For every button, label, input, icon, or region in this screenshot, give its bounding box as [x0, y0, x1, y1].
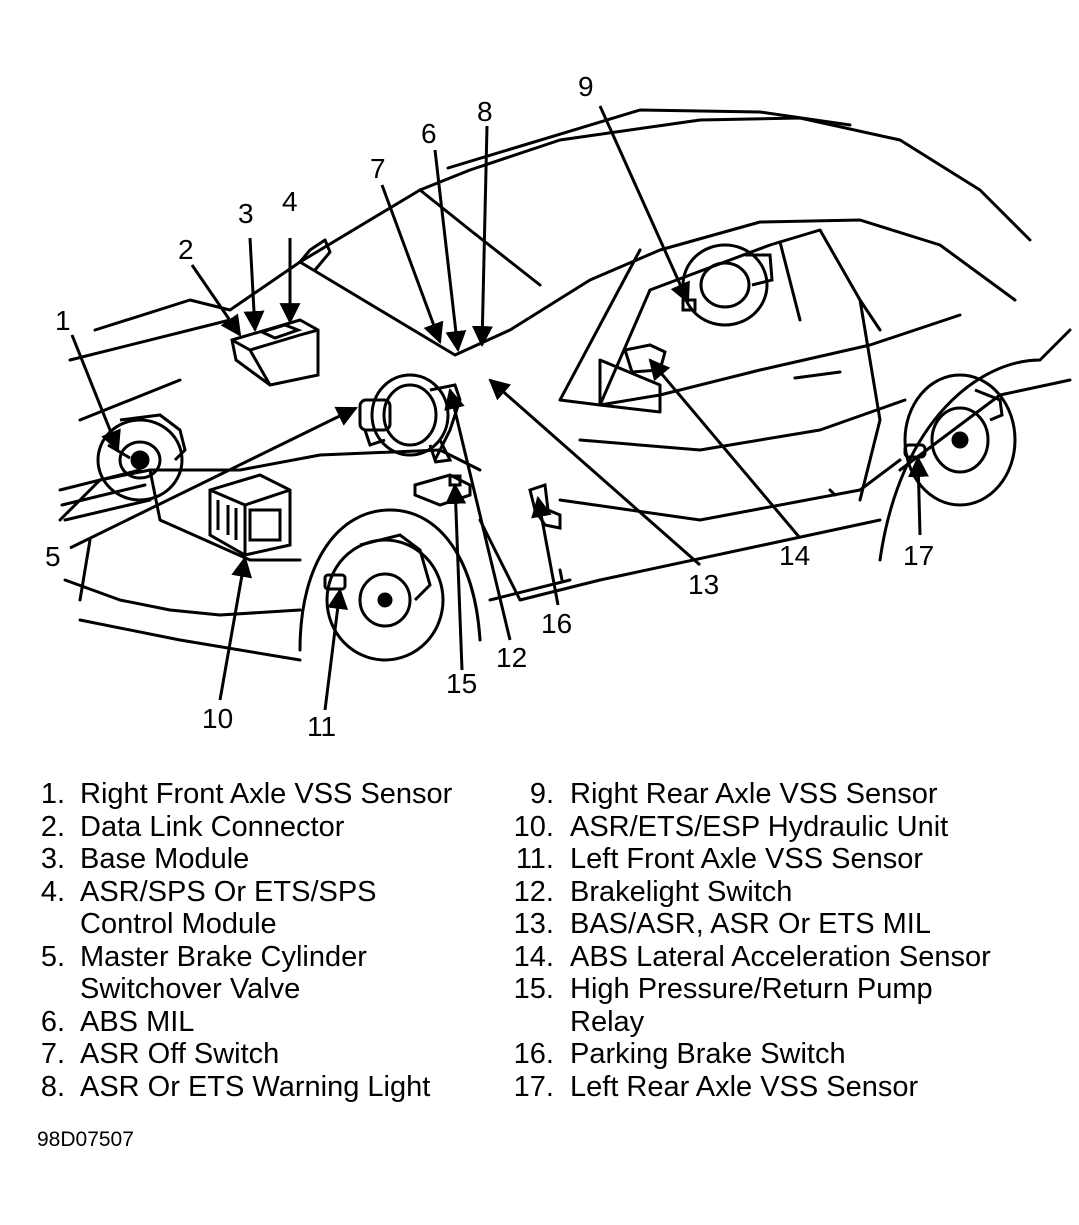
- component-legend: 1. Right Front Axle VSS Sensor 2. Data L…: [0, 778, 1079, 1108]
- legend-item-8: 8. ASR Or ETS Warning Light: [37, 1071, 507, 1104]
- legend-number: 10.: [513, 810, 554, 843]
- legend-item-12: 12. Brakelight Switch: [512, 876, 1072, 909]
- legend-item-4: 4. ASR/SPS Or ETS/SPS Control Module: [37, 876, 507, 941]
- legend-item-6: 6. ABS MIL: [37, 1006, 507, 1039]
- legend-item-13: 13. BAS/ASR, ASR Or ETS MIL: [512, 908, 1072, 941]
- legend-label: Master Brake Cylinder: [80, 940, 367, 973]
- leader-12: [444, 387, 512, 641]
- legend-label: Data Link Connector: [80, 810, 345, 843]
- legend-label: ASR Off Switch: [80, 1038, 280, 1070]
- legend-label-continued: Control Module: [80, 908, 277, 940]
- legend-number: 17.: [513, 1070, 554, 1103]
- legend-number: 5.: [40, 940, 65, 973]
- leader-11: [323, 587, 349, 711]
- legend-number: 3.: [40, 843, 65, 875]
- legend-item-14: 14. ABS Lateral Acceleration Sensor: [512, 941, 1072, 974]
- legend-number: 11.: [515, 843, 554, 875]
- legend-item-2: 2. Data Link Connector: [37, 811, 507, 844]
- leader-2: [190, 264, 242, 337]
- callout-16: 16: [541, 608, 573, 639]
- callout-7: 7: [370, 153, 386, 184]
- leader-15: [445, 482, 467, 671]
- callout-11: 11: [307, 711, 337, 742]
- legend-label: ABS MIL: [80, 1005, 195, 1038]
- legend-number: 6.: [40, 1005, 65, 1038]
- callout-3: 3: [238, 198, 254, 229]
- leader-1: [70, 334, 121, 452]
- legend-label: Left Rear Axle VSS Sensor: [570, 1070, 919, 1103]
- leader-13: [488, 378, 701, 567]
- callout-5: 5: [45, 541, 61, 572]
- legend-number: 13.: [513, 908, 554, 940]
- leader-9: [598, 105, 690, 304]
- legend-label: Left Front Axle VSS Sensor: [570, 843, 924, 875]
- callout-6: 6: [421, 118, 437, 149]
- callout-10: 10: [202, 703, 234, 734]
- legend-label: Right Rear Axle VSS Sensor: [570, 778, 938, 810]
- legend-label: Right Front Axle VSS Sensor: [80, 778, 453, 810]
- leader-5: [69, 406, 358, 550]
- legend-item-3: 3. Base Module: [37, 843, 507, 876]
- legend-column-right: 9. Right Rear Axle VSS Sensor 10. ASR/ET…: [512, 778, 1072, 1103]
- legend-number: 8.: [40, 1070, 65, 1103]
- leader-3: [243, 237, 265, 333]
- legend-item-1: 1. Right Front Axle VSS Sensor: [37, 778, 507, 811]
- callout-12: 12: [496, 642, 528, 673]
- legend-label: Parking Brake Switch: [570, 1038, 846, 1070]
- callout-13: 13: [688, 569, 720, 600]
- callout-14: 14: [779, 540, 811, 571]
- legend-number: 16.: [513, 1038, 554, 1070]
- legend-item-10: 10. ASR/ETS/ESP Hydraulic Unit: [512, 811, 1072, 844]
- callout-8: 8: [477, 96, 493, 127]
- leader-14: [648, 358, 802, 539]
- legend-item-9: 9. Right Rear Axle VSS Sensor: [512, 778, 1072, 811]
- legend-column-left: 1. Right Front Axle VSS Sensor 2. Data L…: [37, 778, 507, 1103]
- callout-9: 9: [578, 71, 594, 102]
- legend-label: Base Module: [80, 843, 250, 875]
- legend-label: ASR/SPS Or ETS/SPS: [80, 875, 377, 908]
- leader-7: [380, 184, 444, 344]
- legend-item-5: 5. Master Brake Cylinder Switchover Valv…: [37, 941, 507, 1006]
- legend-number: 15.: [513, 973, 554, 1005]
- legend-item-11: 11. Left Front Axle VSS Sensor: [512, 843, 1072, 876]
- legend-number: 12.: [513, 875, 554, 908]
- legend-label: BAS/ASR, ASR Or ETS MIL: [570, 908, 931, 940]
- vehicle-component-diagram: 1 2 3 4 5 6 7 8 9 10 11 12 13 14 15 16 1…: [45, 71, 1072, 742]
- legend-item-7: 7. ASR Off Switch: [37, 1038, 507, 1071]
- leader-16: [531, 495, 560, 606]
- figure-id: 98D07507: [37, 1128, 134, 1151]
- leader-8: [471, 125, 493, 348]
- legend-number: 2.: [40, 810, 65, 843]
- callout-4: 4: [282, 186, 298, 217]
- legend-label-continued: Switchover Valve: [80, 973, 301, 1005]
- legend-number: 14.: [513, 940, 554, 973]
- legend-label: ABS Lateral Acceleration Sensor: [570, 940, 991, 973]
- callout-17: 17: [903, 540, 935, 571]
- leader-6: [433, 149, 467, 353]
- legend-number: 7.: [40, 1038, 65, 1070]
- legend-label: High Pressure/Return Pump: [570, 973, 933, 1005]
- car-line-drawing: [58, 105, 1072, 711]
- callout-15: 15: [446, 668, 478, 699]
- legend-label: ASR/ETS/ESP Hydraulic Unit: [570, 810, 949, 843]
- legend-item-17: 17. Left Rear Axle VSS Sensor: [512, 1071, 1072, 1104]
- leader-17: [907, 455, 929, 536]
- legend-number: 9.: [529, 778, 554, 810]
- legend-label: Brakelight Switch: [570, 875, 793, 908]
- callout-1: 1: [55, 305, 71, 336]
- legend-item-16: 16. Parking Brake Switch: [512, 1038, 1072, 1071]
- legend-item-15: 15. High Pressure/Return Pump Relay: [512, 973, 1072, 1038]
- legend-label-continued: Relay: [570, 1005, 645, 1038]
- leader-10: [218, 555, 253, 701]
- callout-2: 2: [178, 234, 194, 265]
- legend-number: 1.: [40, 778, 65, 810]
- legend-label: ASR Or ETS Warning Light: [80, 1070, 431, 1103]
- legend-number: 4.: [40, 875, 65, 908]
